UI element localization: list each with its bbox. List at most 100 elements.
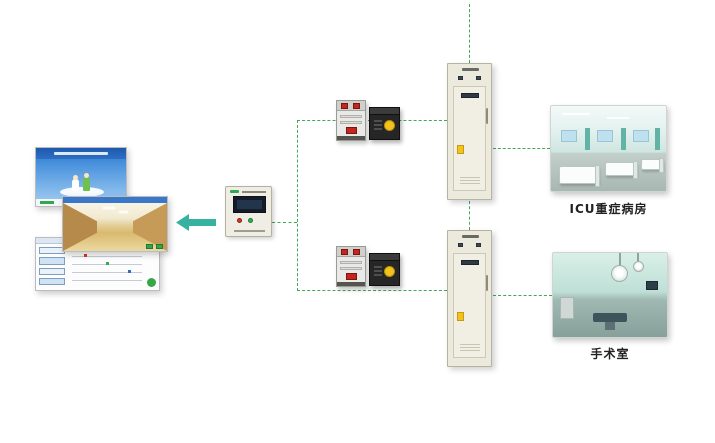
icu-ward-label: ICU重症病房: [569, 202, 648, 216]
curtain: [621, 128, 626, 150]
isolation-power-cabinet: [447, 230, 492, 367]
device-base: [337, 282, 365, 286]
connector-between-cabinets: [469, 201, 470, 230]
lamp-arm: [637, 253, 639, 263]
surgical-lamp-icon: [611, 265, 628, 282]
schematic-block: [39, 267, 65, 275]
software-screen-ward-photo: [62, 196, 168, 252]
warning-sticker-icon: [457, 312, 464, 321]
panel-buttons: [237, 218, 253, 223]
operating-table: [593, 313, 627, 322]
device-terminal-strip: [337, 247, 365, 257]
wall-monitor: [646, 281, 658, 290]
switch-handle: [346, 273, 357, 280]
door-handle: [486, 108, 488, 124]
mascot-figure: [83, 173, 90, 191]
hospital-bed: [559, 165, 600, 187]
screen-toolbar: [63, 197, 167, 203]
status-dot: [84, 254, 87, 257]
switch-handle: [346, 127, 357, 134]
device-cap: [370, 254, 399, 261]
status-dot: [106, 262, 109, 265]
power-module-device: [369, 107, 400, 140]
isolation-power-cabinet: [447, 63, 492, 200]
mascot-platform: [60, 187, 104, 197]
panel-caption-placeholder: [234, 230, 265, 232]
window: [633, 130, 649, 142]
status-dot: [128, 270, 131, 273]
warning-sticker-icon: [457, 145, 464, 154]
device-row: [340, 267, 362, 270]
ceiling-light: [607, 117, 629, 119]
table-pedestal: [605, 322, 615, 330]
surgical-lamp-icon: [633, 261, 644, 272]
device-base: [337, 136, 365, 140]
ceiling-light: [119, 211, 128, 213]
window: [561, 130, 577, 142]
schematic-wiring-area: [72, 249, 142, 284]
terminal-knob: [353, 249, 360, 255]
panel-title-placeholder: [242, 191, 266, 193]
yellow-label-icon: [384, 266, 395, 277]
connector-bottom-branch: [297, 290, 447, 291]
display-slot: [461, 260, 479, 265]
run-button-icon: [248, 218, 253, 223]
brand-logo-icon: [40, 201, 54, 204]
medical-equipment: [560, 297, 574, 319]
connector-trunk-vertical: [297, 120, 298, 291]
brand-logo-icon: [230, 190, 239, 193]
corridor-wall: [63, 203, 97, 251]
software-screen-schematic: [35, 237, 160, 291]
connector-panel-to-trunk: [272, 222, 297, 223]
hospital-bed: [605, 161, 638, 179]
operating-room-photo: [552, 252, 668, 338]
schematic-block: [39, 257, 65, 265]
screen-button: [156, 244, 163, 249]
cabinet-door: [453, 86, 486, 191]
terminal-knob: [341, 103, 348, 109]
device-row: [340, 115, 362, 118]
terminal-knob: [353, 103, 360, 109]
alarm-button-icon: [237, 218, 242, 223]
indicator-window: [476, 243, 481, 247]
indicator-window: [458, 243, 463, 247]
ceiling-light: [563, 113, 589, 115]
ats-transfer-switch-device: [336, 100, 366, 141]
operating-room-label: 手术室: [590, 347, 630, 361]
hospital-bed: [641, 158, 664, 173]
terminal-knob: [341, 249, 348, 255]
device-terminal-strip: [337, 101, 365, 111]
icu-ward-photo: [550, 105, 667, 192]
indicator-window: [458, 76, 463, 80]
screen-title-placeholder: [54, 152, 108, 155]
screen-button: [146, 244, 153, 249]
indicator-window: [476, 76, 481, 80]
display-slot: [461, 93, 479, 98]
vent-grille: [460, 177, 480, 186]
cabinet-logo-placeholder: [462, 235, 479, 238]
connector-cabinet-to-icu: [493, 148, 550, 149]
schematic-block-list: [39, 247, 65, 285]
cabinet-door: [453, 253, 486, 358]
panel-display: [233, 196, 266, 213]
ceiling-light: [103, 207, 115, 209]
ats-transfer-switch-device: [336, 246, 366, 287]
power-module-device: [369, 253, 400, 286]
connector-cabinet-to-or: [493, 295, 552, 296]
vent-grille: [460, 344, 480, 353]
device-vents: [374, 266, 382, 278]
mascot-figure: [72, 175, 79, 191]
panel-display-glass: [237, 200, 262, 209]
wall-monitor-panel: [225, 186, 272, 237]
device-vents: [374, 120, 382, 132]
schematic-block: [39, 277, 65, 285]
corridor-photo: [63, 203, 167, 251]
curtain: [585, 128, 590, 150]
device-row: [340, 261, 362, 264]
ok-indicator-icon: [147, 278, 156, 287]
cabinet-logo-placeholder: [462, 68, 479, 71]
connector-incoming-feed: [469, 4, 470, 63]
device-cap: [370, 108, 399, 115]
window: [597, 130, 613, 142]
